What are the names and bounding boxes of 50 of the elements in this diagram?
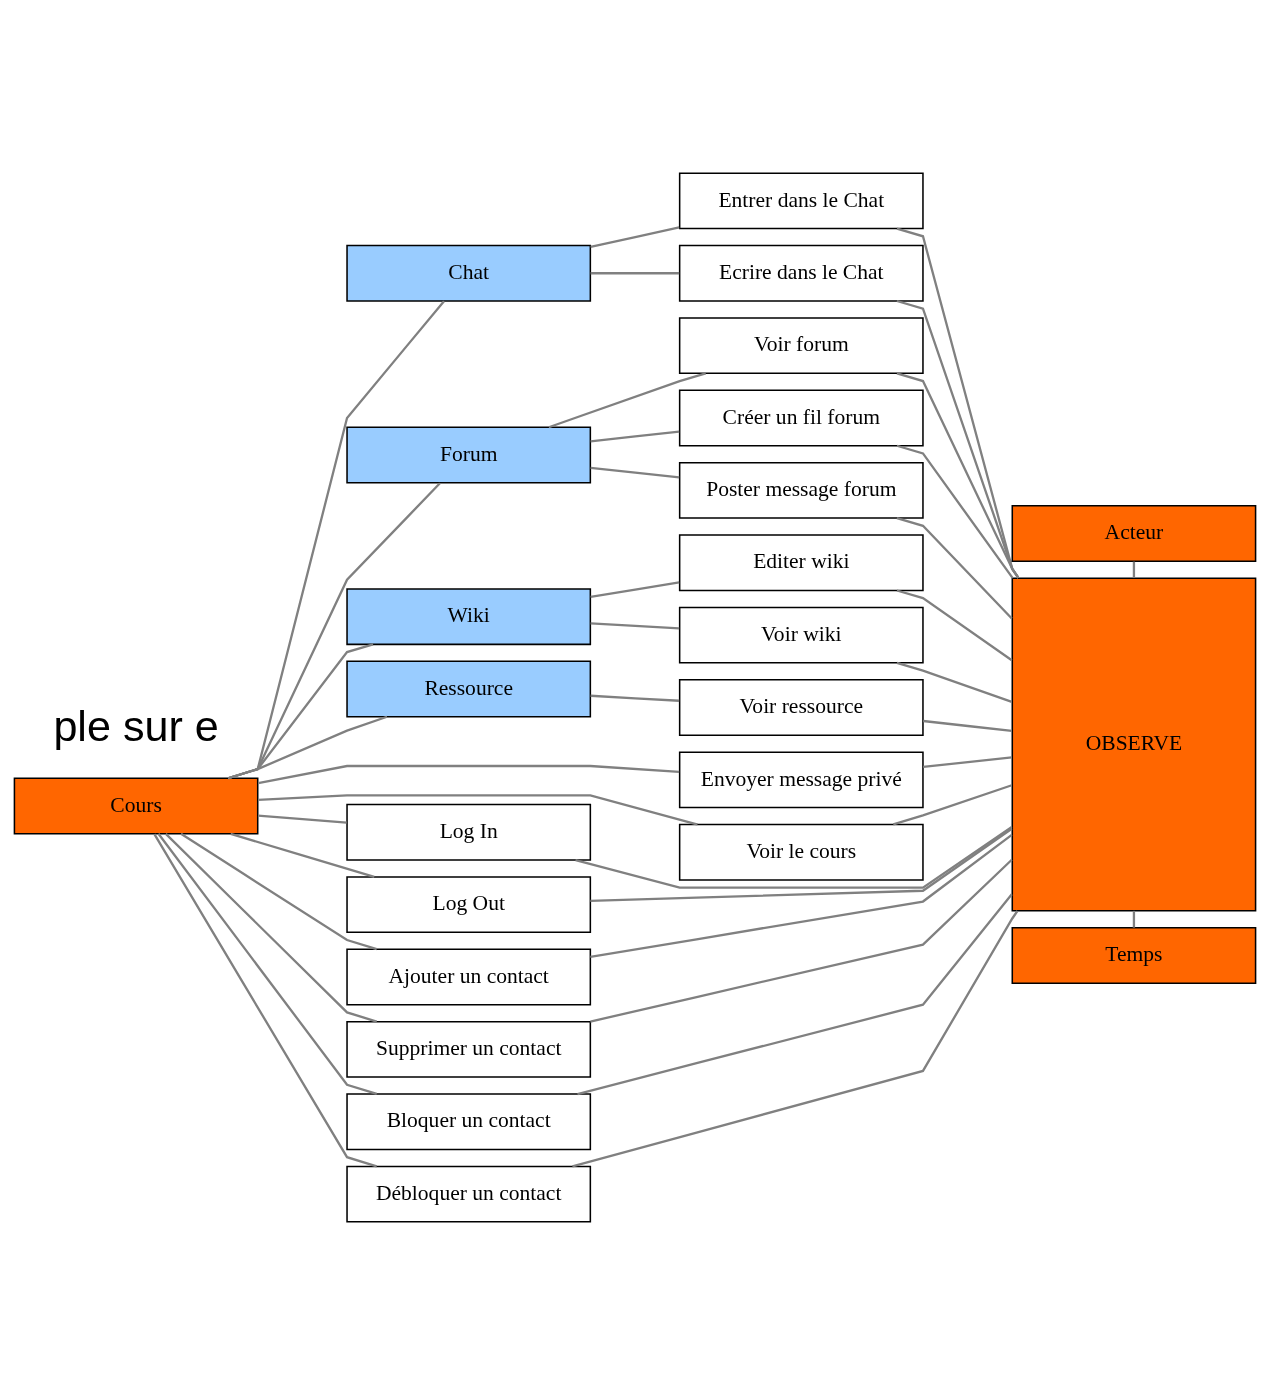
connector	[590, 827, 1013, 902]
connector	[590, 466, 680, 479]
node-box: Temps	[1011, 926, 1257, 984]
connector	[590, 271, 680, 274]
connector	[923, 719, 1012, 732]
node-box: Chat	[346, 244, 592, 302]
connector	[896, 444, 1014, 579]
node-box: Acteur	[1011, 504, 1257, 562]
connector	[577, 893, 1013, 1095]
node-box: Supprimer un contact	[346, 1020, 592, 1078]
connector	[572, 909, 1019, 1167]
node-box: Voir le cours	[678, 823, 924, 881]
connector	[258, 764, 680, 784]
node-box: Editer wiki	[678, 533, 924, 591]
node-box: Créer un fil forum	[678, 389, 924, 446]
connector	[590, 225, 680, 248]
node-box: Forum	[346, 426, 592, 483]
node-box: Entrer dans le Chat	[678, 171, 924, 229]
connector	[257, 813, 347, 824]
node-box: Log In	[346, 803, 592, 861]
node-box: Wiki	[346, 587, 592, 645]
connector	[590, 858, 1013, 1023]
connector	[590, 429, 680, 443]
connector	[896, 299, 1020, 578]
node-box: Cours	[13, 777, 259, 835]
connector	[227, 481, 441, 779]
node-box: Bloquer un contact	[346, 1092, 592, 1150]
connector	[258, 793, 698, 826]
node-box: Débloquer un contact	[346, 1165, 592, 1223]
connector	[227, 299, 445, 779]
label: ple sur e	[53, 701, 219, 750]
connector	[227, 715, 388, 779]
connector	[575, 825, 1013, 889]
node-box: Ajouter un contact	[346, 948, 592, 1005]
connector	[590, 580, 680, 598]
connector	[590, 694, 680, 702]
connector	[590, 833, 1013, 958]
connector	[923, 755, 1012, 768]
node-box: Ressource	[346, 660, 592, 717]
node-box: Envoyer message privé	[678, 750, 924, 808]
node-box: Log Out	[346, 875, 592, 933]
node-box: Voir wiki	[678, 606, 924, 664]
node-box: Voir forum	[678, 316, 924, 374]
connector	[896, 661, 1013, 703]
node-box: OBSERVE	[1011, 576, 1257, 912]
connector	[896, 227, 1020, 578]
node-box: Poster message forum	[678, 461, 924, 519]
node-box: Ecrire dans le Chat	[678, 244, 924, 302]
connector	[590, 621, 680, 630]
node-box: Voir ressource	[678, 678, 924, 736]
